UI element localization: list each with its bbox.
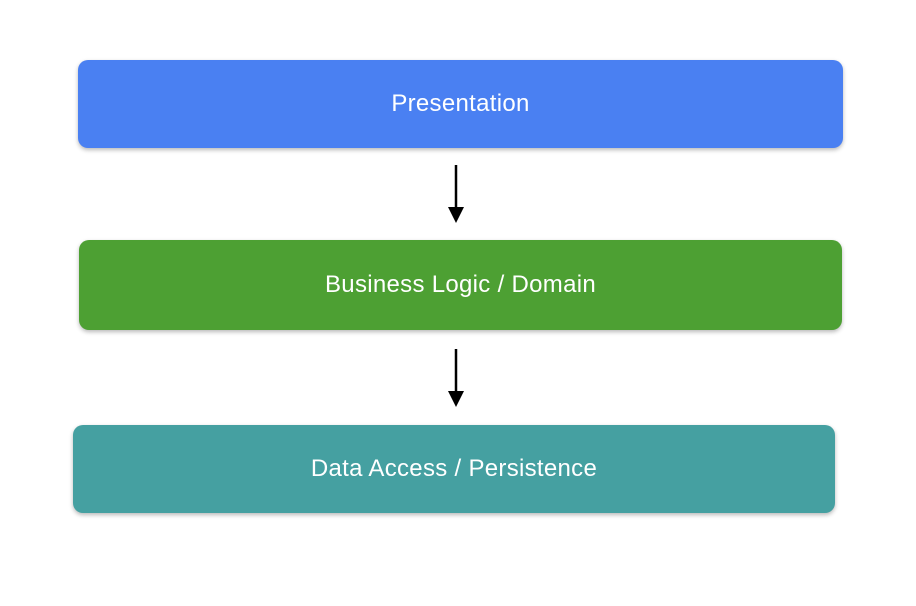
layer-label-presentation: Presentation [391, 90, 530, 117]
layer-box-business-logic: Business Logic / Domain [79, 240, 842, 330]
down-arrow-icon [447, 349, 465, 407]
layer-box-data-access: Data Access / Persistence [73, 425, 835, 513]
layer-box-presentation: Presentation [78, 60, 843, 148]
layer-label-business-logic: Business Logic / Domain [324, 271, 597, 298]
down-arrow-icon [447, 165, 465, 223]
layer-label-data-access: Data Access / Persistence [310, 455, 598, 482]
